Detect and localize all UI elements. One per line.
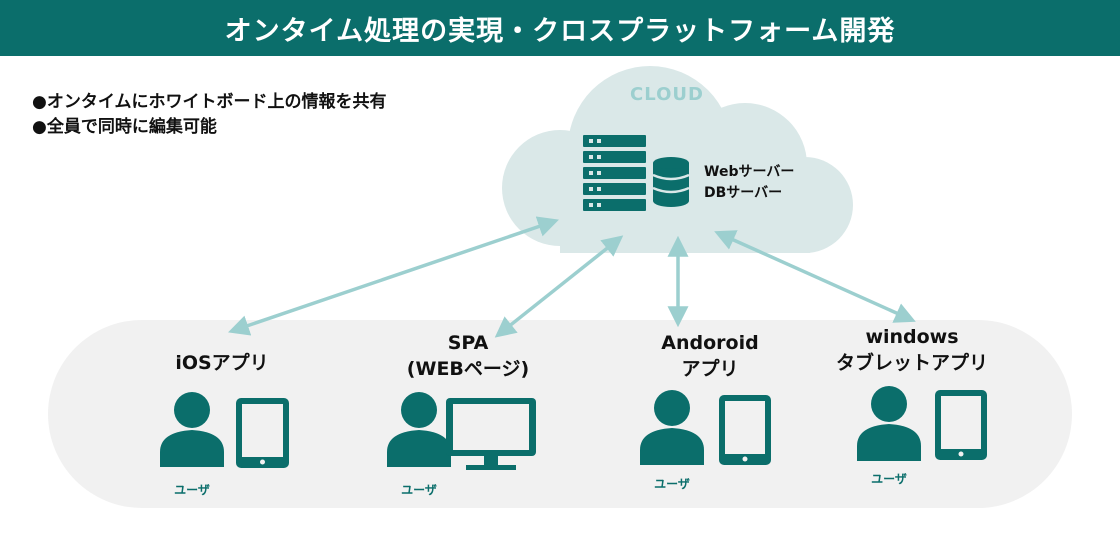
client-line: (WEBページ)	[406, 358, 530, 380]
user-icon	[387, 392, 451, 467]
feature-list: ●オンタイムにホワイトボード上の情報を共有 ●全員で同時に編集可能	[32, 90, 387, 140]
user-icon	[160, 392, 224, 467]
client-label-android: Andoroid アプリ	[630, 330, 790, 382]
db-server-label: DBサーバー	[704, 185, 783, 201]
arrow-spa	[494, 235, 624, 338]
user-label: ユーザ	[401, 483, 437, 497]
server-list: Webサーバー DBサーバー	[704, 162, 794, 204]
cloud-label: CLOUD	[630, 84, 704, 105]
client-line: windows	[865, 326, 959, 348]
arrow-ios	[228, 216, 559, 336]
server-rack-icon	[583, 135, 646, 211]
user-label: ユーザ	[174, 483, 210, 497]
user-icon	[857, 386, 921, 461]
web-server-label: Webサーバー	[704, 164, 795, 180]
page-title: オンタイム処理の実現・クロスプラットフォーム開発	[0, 0, 1120, 56]
client-label-ios: iOSアプリ	[142, 350, 302, 376]
user-icon	[640, 390, 704, 465]
feature-item: ●全員で同時に編集可能	[32, 117, 217, 137]
client-label-windows: windows タブレットアプリ	[812, 324, 1012, 376]
tablet-icon	[236, 398, 289, 468]
user-label: ユーザ	[871, 472, 907, 486]
client-line: タブレットアプリ	[835, 352, 988, 374]
client-label-spa: SPA (WEBページ)	[378, 330, 558, 382]
client-line: Andoroid	[661, 332, 759, 354]
arrow-windows	[714, 230, 916, 323]
monitor-icon	[446, 398, 536, 470]
client-line: SPA	[447, 332, 489, 354]
tablet-icon	[719, 395, 771, 465]
user-label: ユーザ	[654, 477, 690, 491]
client-line: iOSアプリ	[175, 352, 269, 374]
database-icon	[652, 157, 690, 207]
client-band	[48, 320, 1072, 508]
client-line: アプリ	[681, 358, 739, 380]
feature-item: ●オンタイムにホワイトボード上の情報を共有	[32, 92, 387, 112]
tablet-icon	[935, 390, 987, 460]
